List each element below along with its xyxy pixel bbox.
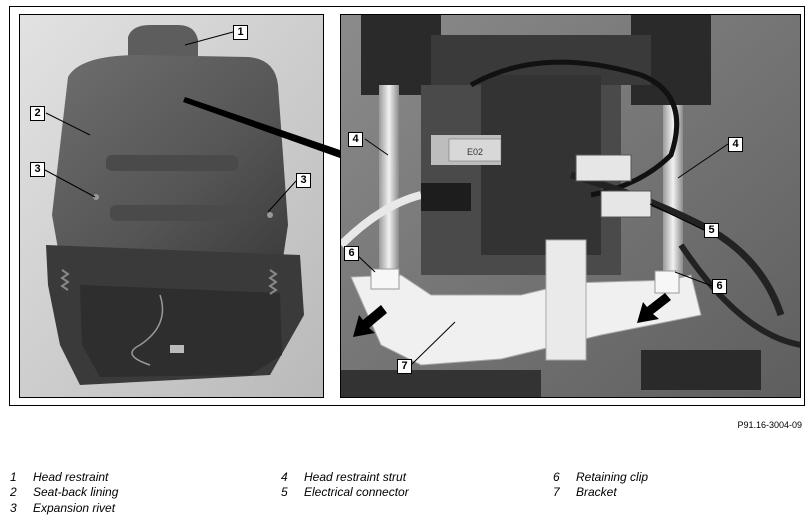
callout-5: 5 (704, 223, 719, 238)
legend-item-3: 3 Expansion rivet (10, 501, 115, 515)
legend: 1 Head restraint 2 Seat-back lining 3 Expan… (10, 468, 800, 518)
legend-num: 2 (10, 485, 17, 499)
legend-item-2: 2 Seat-back lining (10, 485, 118, 499)
legend-label: Retaining clip (576, 470, 649, 484)
callout-6-left: 6 (344, 246, 359, 261)
legend-item-1: 1 Head restraint (10, 470, 108, 484)
legend-num: 6 (553, 470, 560, 484)
legend-num: 5 (281, 485, 288, 499)
legend-num: 7 (553, 485, 560, 499)
callout-1: 1 (233, 25, 248, 40)
callout-3-left: 3 (30, 162, 45, 177)
callout-2: 2 (30, 106, 45, 121)
legend-num: 3 (10, 501, 17, 515)
legend-num: 4 (281, 470, 288, 484)
legend-label: Expansion rivet (33, 501, 116, 515)
callout-3-right: 3 (296, 173, 311, 188)
legend-item-4: 4 Head restraint strut (281, 470, 406, 484)
callout-7: 7 (397, 359, 412, 374)
callout-4-left: 4 (348, 132, 363, 147)
legend-item-6: 6 Retaining clip (553, 470, 648, 484)
legend-item-5: 5 Electrical connector (281, 485, 409, 499)
legend-label: Bracket (576, 485, 617, 499)
legend-label: Head restraint strut (304, 470, 407, 484)
legend-label: Head restraint (33, 470, 109, 484)
figure-reference: P91.16-3004-09 (737, 420, 802, 430)
callout-4-right: 4 (728, 137, 743, 152)
module-label: E02 (467, 147, 483, 157)
legend-label: Seat-back lining (33, 485, 119, 499)
seat-backrest-photo (19, 14, 324, 398)
legend-item-7: 7 Bracket (553, 485, 617, 499)
callout-6-right: 6 (712, 279, 727, 294)
headrest-strut-photo: E02 (340, 14, 801, 398)
legend-label: Electrical connector (304, 485, 409, 499)
legend-num: 1 (10, 470, 17, 484)
